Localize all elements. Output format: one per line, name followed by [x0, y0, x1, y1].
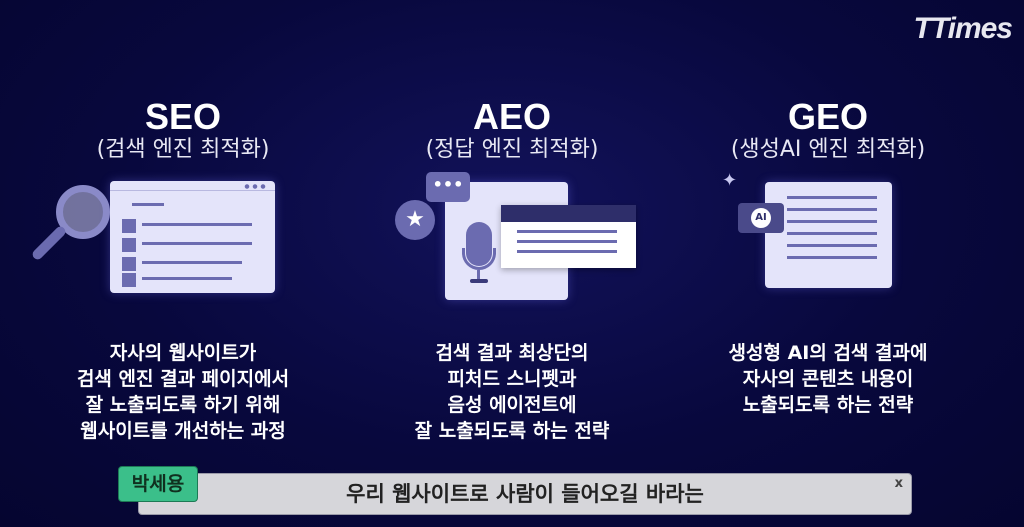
geo-heading: GEO (생성AI 엔진 최적화)	[668, 96, 988, 164]
desc-line: 웹사이트를 개선하는 과정	[80, 420, 286, 442]
seo-description: 자사의 웹사이트가 검색 엔진 결과 페이지에서 잘 노출되도록 하기 위해 웹…	[13, 340, 353, 444]
aeo-subtitle: (정답 엔진 최적화)	[425, 137, 599, 162]
sparkle-icon: ✦	[722, 170, 738, 191]
desc-line: 음성 에이전트에	[447, 394, 577, 416]
desc-line: 자사의 콘텐츠 내용이	[742, 368, 914, 390]
desc-line: 잘 노출되도록 하기 위해	[85, 394, 281, 416]
subtitle-text: 우리 웹사이트로 사람이 들어오길 바라는	[346, 482, 704, 506]
desc-line: 피처드 스니펫과	[447, 368, 577, 390]
close-icon[interactable]: x	[894, 476, 903, 491]
desc-line: 검색 엔진 결과 페이지에서	[76, 368, 290, 390]
desc-line: 잘 노출되도록 하는 전략	[414, 420, 610, 442]
ttimes-logo: TTimes	[913, 12, 1013, 45]
seo-subtitle: (검색 엔진 최적화)	[96, 137, 270, 162]
chat-bubble-icon: •••	[426, 172, 470, 202]
ai-badge: AI	[738, 203, 784, 233]
ai-badge-label: AI	[751, 208, 771, 228]
aeo-description: 검색 결과 최상단의 피처드 스니펫과 음성 에이전트에 잘 노출되도록 하는 …	[342, 340, 682, 444]
star-icon: ★	[395, 200, 435, 240]
browser-window-icon	[110, 181, 275, 293]
speaker-tag: 박세용	[118, 466, 198, 502]
seo-heading: SEO (검색 엔진 최적화)	[23, 96, 343, 164]
seo-title: SEO	[144, 96, 222, 137]
geo-title: GEO	[787, 96, 868, 137]
answer-panel	[501, 205, 636, 268]
geo-description: 생성형 AI의 검색 결과에 자사의 콘텐츠 내용이 노출되도록 하는 전략	[658, 340, 998, 418]
aeo-heading: AEO (정답 엔진 최적화)	[352, 96, 672, 164]
desc-line: 자사의 웹사이트가	[109, 342, 257, 364]
document-card	[765, 182, 892, 288]
desc-line: 검색 결과 최상단의	[435, 342, 589, 364]
geo-subtitle: (생성AI 엔진 최적화)	[730, 137, 926, 162]
desc-line: 생성형 AI의 검색 결과에	[728, 342, 928, 364]
subtitle-bar: 우리 웹사이트로 사람이 들어오길 바라는 x	[138, 473, 912, 515]
desc-line: 노출되도록 하는 전략	[742, 394, 914, 416]
aeo-title: AEO	[472, 96, 551, 137]
